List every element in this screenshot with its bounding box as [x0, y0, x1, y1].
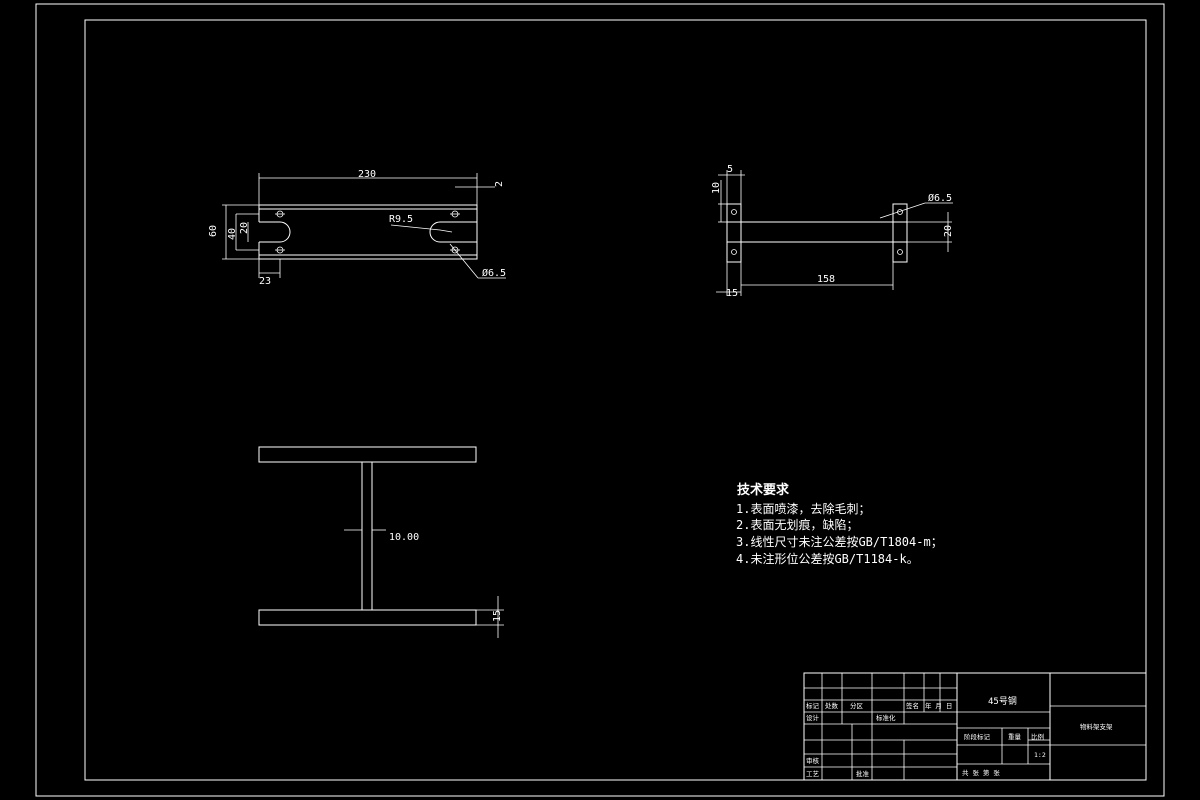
- tb-label-ratio: 比例: [1031, 732, 1044, 741]
- tb-label-count: 处数: [825, 701, 839, 710]
- sheet-inner-border: [84, 19, 1147, 781]
- tb-label-process: 工艺: [806, 770, 820, 778]
- sheet-outer-border: [35, 3, 1165, 797]
- tb-material: 45号钢: [988, 695, 1017, 707]
- dim-top-length: 230: [358, 169, 376, 180]
- title-block: [803, 672, 1147, 781]
- tb-label-stage: 阶段标记: [964, 732, 991, 741]
- dim-top-height: 60: [208, 225, 219, 237]
- dim-side-hole: Ø6.5: [928, 192, 952, 204]
- requirement-item: 4.未注形位公差按GB/T1184-k。: [736, 551, 919, 566]
- tb-scale: 1:2: [1034, 751, 1046, 759]
- dim-top-slot-depth: 23: [259, 276, 271, 287]
- tb-label-zone: 分区: [850, 701, 864, 710]
- dim-section-flange: 15: [492, 610, 503, 622]
- top-view: [222, 173, 506, 279]
- tb-part-name: 物料架支架: [1080, 722, 1113, 731]
- dim-top-hole: Ø6.5: [482, 267, 506, 279]
- dim-side-tab-width: 5: [727, 164, 733, 175]
- tb-label-approve: 批准: [856, 769, 870, 778]
- dim-side-end-width: 15: [726, 288, 738, 299]
- requirements-title: 技术要求: [737, 482, 790, 498]
- section-view: [258, 446, 504, 638]
- dim-section-web: 10.00: [389, 532, 419, 543]
- tb-label-weight: 重量: [1008, 733, 1022, 741]
- tb-label-date: 年 月 日: [925, 701, 952, 710]
- dim-side-bar-length: 158: [817, 274, 835, 285]
- dim-top-radius: R9.5: [389, 214, 413, 225]
- requirement-item: 1.表面喷漆，去除毛刺；: [736, 501, 870, 516]
- tb-label-review: 审核: [806, 756, 820, 765]
- dim-top-thickness: 2: [494, 181, 505, 187]
- side-view: [716, 170, 953, 296]
- tb-label-design: 设计: [806, 713, 820, 722]
- tb-label-standardize: 标准化: [876, 713, 896, 722]
- requirement-item: 3.线性尺寸未注公差按GB/T1804-m；: [736, 534, 943, 549]
- dim-top-slot-inner: 20: [239, 222, 250, 234]
- requirement-item: 2.表面无划痕，缺陷；: [736, 517, 858, 532]
- tb-label-sheets: 共 张 第 张: [962, 768, 1000, 777]
- dim-side-tab-height: 10: [711, 182, 722, 194]
- dim-side-bar-height: 20: [943, 225, 954, 237]
- dim-top-slot-outer: 40: [227, 228, 238, 240]
- tb-label-mark: 标记: [806, 701, 820, 710]
- tb-label-signature: 签名: [906, 701, 919, 710]
